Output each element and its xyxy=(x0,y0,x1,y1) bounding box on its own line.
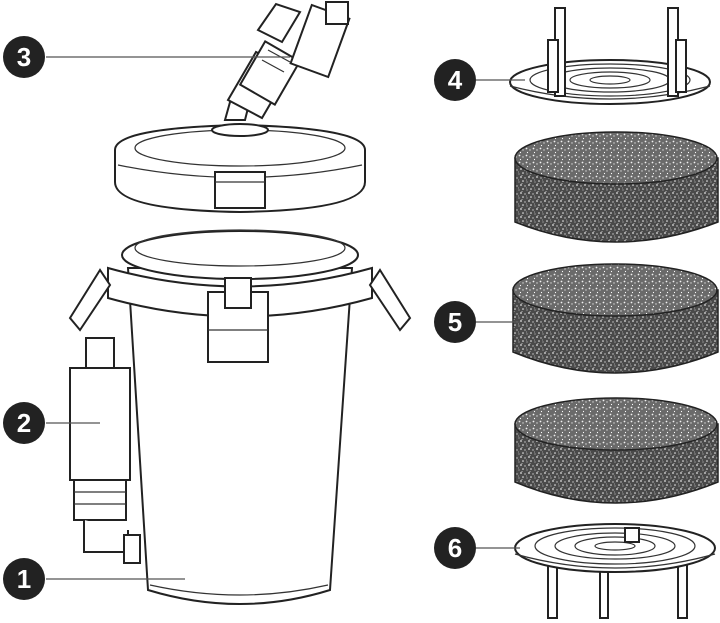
callout-5-number: 5 xyxy=(448,307,462,337)
media-tray-bottom xyxy=(514,523,716,619)
sponge-pad-3 xyxy=(514,397,719,504)
canister-lid xyxy=(114,123,366,214)
callout-2: 2 xyxy=(3,402,45,444)
inlet-valve xyxy=(69,337,141,564)
callout-6-number: 6 xyxy=(448,533,462,563)
callout-5: 5 xyxy=(434,301,476,343)
sponge-pad-1 xyxy=(514,131,719,243)
callout-2-number: 2 xyxy=(17,408,31,438)
callout-4-number: 4 xyxy=(448,65,463,95)
callout-3-number: 3 xyxy=(17,42,31,72)
media-tray-top xyxy=(509,7,711,105)
callout-4: 4 xyxy=(434,59,476,101)
sponge-pad-2 xyxy=(512,263,719,374)
callout-1: 1 xyxy=(3,558,45,600)
callout-1-number: 1 xyxy=(17,564,31,594)
canister-body xyxy=(68,229,412,605)
outlet-valve xyxy=(223,1,351,121)
callout-3: 3 xyxy=(3,36,45,78)
callout-6: 6 xyxy=(434,527,476,569)
